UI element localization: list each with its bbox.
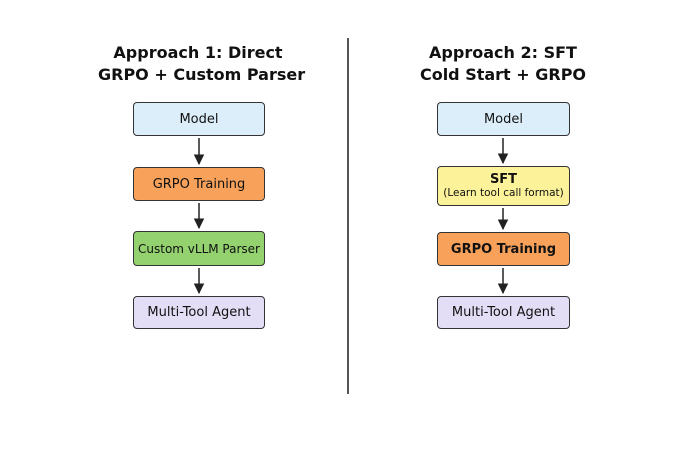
left-grpo-training-box: GRPO Training [133,167,265,201]
left-grpo-training-label: GRPO Training [152,176,246,192]
left-title-line2: GRPO + Custom Parser [98,65,306,84]
right-grpo-training-box: GRPO Training [437,232,570,266]
right-grpo-training-label: GRPO Training [450,241,557,257]
sft-box: SFT (Learn tool call format) [437,166,570,206]
left-multi-tool-agent-label: Multi-Tool Agent [147,305,251,320]
sft-label: SFT [489,172,518,187]
right-model-box: Model [437,102,570,136]
right-model-label: Model [483,111,524,127]
right-approach-title: Approach 2: SFT Cold Start + GRPO [403,42,603,86]
left-model-box: Model [133,102,265,136]
left-model-label: Model [179,111,219,127]
right-multi-tool-agent-box: Multi-Tool Agent [437,296,570,329]
sft-sublabel: (Learn tool call format) [443,187,564,199]
right-title-line2: Cold Start + GRPO [419,65,587,84]
right-title-line1: Approach 2: SFT [429,43,577,62]
custom-vllm-parser-box: Custom vLLM Parser [133,231,265,266]
column-divider [347,38,349,394]
custom-vllm-parser-label: Custom vLLM Parser [138,241,260,256]
left-multi-tool-agent-box: Multi-Tool Agent [133,296,265,329]
right-multi-tool-agent-label: Multi-Tool Agent [451,305,556,320]
left-approach-title: Approach 1: Direct GRPO + Custom Parser [98,42,306,86]
left-title-line1: Approach 1: Direct [113,43,283,62]
